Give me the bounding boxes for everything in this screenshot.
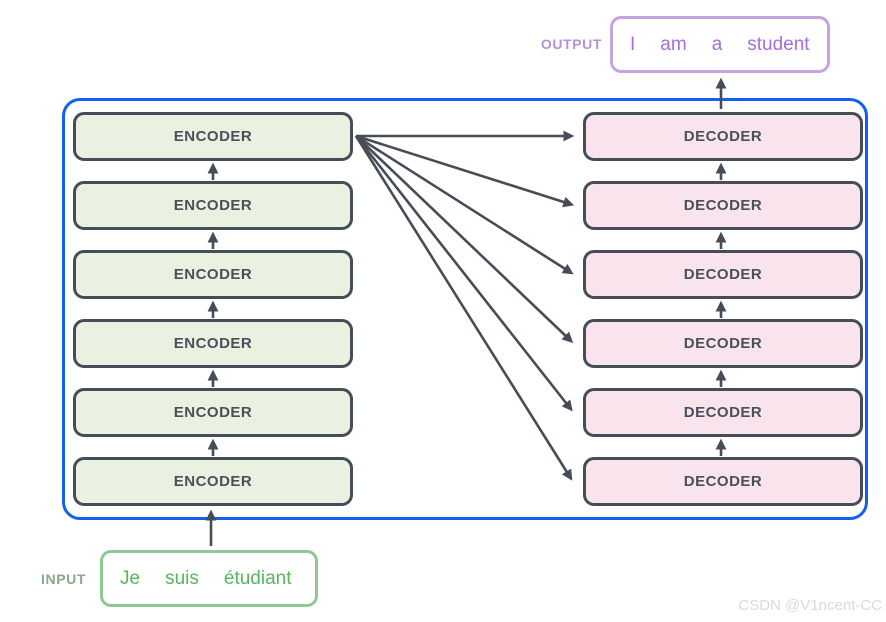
input-sentence-box: Je suis étudiant xyxy=(100,550,318,607)
output-sentence-box: I am a student xyxy=(610,16,830,73)
encoder-box-1: ENCODER xyxy=(73,112,353,161)
encoder-box-4: ENCODER xyxy=(73,319,353,368)
decoder-label: DECODER xyxy=(683,266,763,283)
output-word: am xyxy=(660,33,687,55)
decoder-box-1: DECODER xyxy=(583,112,863,161)
encoder-label: ENCODER xyxy=(173,404,253,421)
encoder-label: ENCODER xyxy=(173,128,253,145)
encoder-label: ENCODER xyxy=(173,266,253,283)
decoder-label: DECODER xyxy=(683,404,763,421)
decoder-box-3: DECODER xyxy=(583,250,863,299)
decoder-box-5: DECODER xyxy=(583,388,863,437)
decoder-box-4: DECODER xyxy=(583,319,863,368)
output-word: I xyxy=(630,33,636,55)
decoder-label: DECODER xyxy=(683,335,763,352)
output-word: a xyxy=(711,33,723,55)
decoder-box-6: DECODER xyxy=(583,457,863,506)
decoder-label: DECODER xyxy=(683,128,763,145)
encoder-box-3: ENCODER xyxy=(73,250,353,299)
input-word: étudiant xyxy=(223,567,292,589)
output-label: OUTPUT xyxy=(540,36,602,52)
input-word: Je xyxy=(120,567,141,589)
input-label: INPUT xyxy=(41,571,86,587)
output-word: student xyxy=(747,33,810,55)
watermark: CSDN @V1ncent-CC xyxy=(738,597,882,614)
encoder-box-6: ENCODER xyxy=(73,457,353,506)
encoder-label: ENCODER xyxy=(173,197,253,214)
model-boundary-panel xyxy=(62,98,868,520)
input-word: suis xyxy=(165,567,199,589)
encoder-label: ENCODER xyxy=(173,473,253,490)
encoder-box-5: ENCODER xyxy=(73,388,353,437)
encoder-label: ENCODER xyxy=(173,335,253,352)
decoder-label: DECODER xyxy=(683,473,763,490)
decoder-box-2: DECODER xyxy=(583,181,863,230)
decoder-label: DECODER xyxy=(683,197,763,214)
encoder-box-2: ENCODER xyxy=(73,181,353,230)
